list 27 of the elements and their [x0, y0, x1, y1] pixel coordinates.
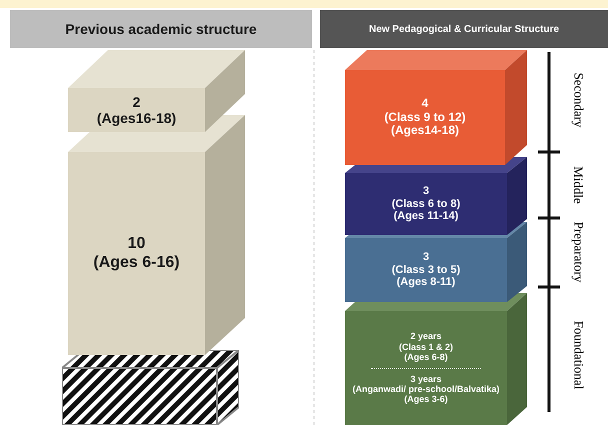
stage-text: 2 years [410, 331, 442, 342]
stage-text: (Ages 6-8) [404, 352, 448, 362]
stage-text: (Ages 11-14) [394, 210, 458, 223]
header-band [320, 10, 608, 48]
stage-text: (Class 9 to 12) [384, 110, 466, 124]
stage-label: Foundational [570, 320, 586, 390]
stage-label: Middle [570, 166, 586, 204]
stage-text: (Ages16-18) [96, 110, 176, 126]
stage-text: (Ages14-18) [390, 124, 460, 138]
stage-text: (Ages 6-16) [93, 254, 180, 272]
stage-text: 3 [422, 251, 430, 264]
stage-text: (Class 6 to 8) [392, 198, 460, 210]
stage-text: 3 [422, 185, 430, 198]
stage-text: (Class 3 to 5) [392, 264, 460, 276]
stage-text: (Ages 3-6) [404, 394, 448, 405]
stage-text: 3 years [410, 374, 442, 384]
stage-text: (Class 1 & 2) [398, 342, 454, 352]
stage-text: 2 [132, 94, 140, 110]
stage-text: (Ages 8-11) [396, 276, 456, 289]
header-title: Previous academic structure [65, 21, 257, 37]
header-title: New Pedagogical & Curricular Structure [368, 24, 560, 34]
stage-text: 4 [422, 96, 428, 111]
stage-text: 10 [128, 235, 146, 254]
stage-label: Preparatory [570, 222, 586, 282]
stage-text: (Anganwadi/ pre-school/Balvatika) [352, 384, 500, 394]
stage-label: Secondary [570, 72, 586, 128]
header-band [10, 10, 312, 48]
